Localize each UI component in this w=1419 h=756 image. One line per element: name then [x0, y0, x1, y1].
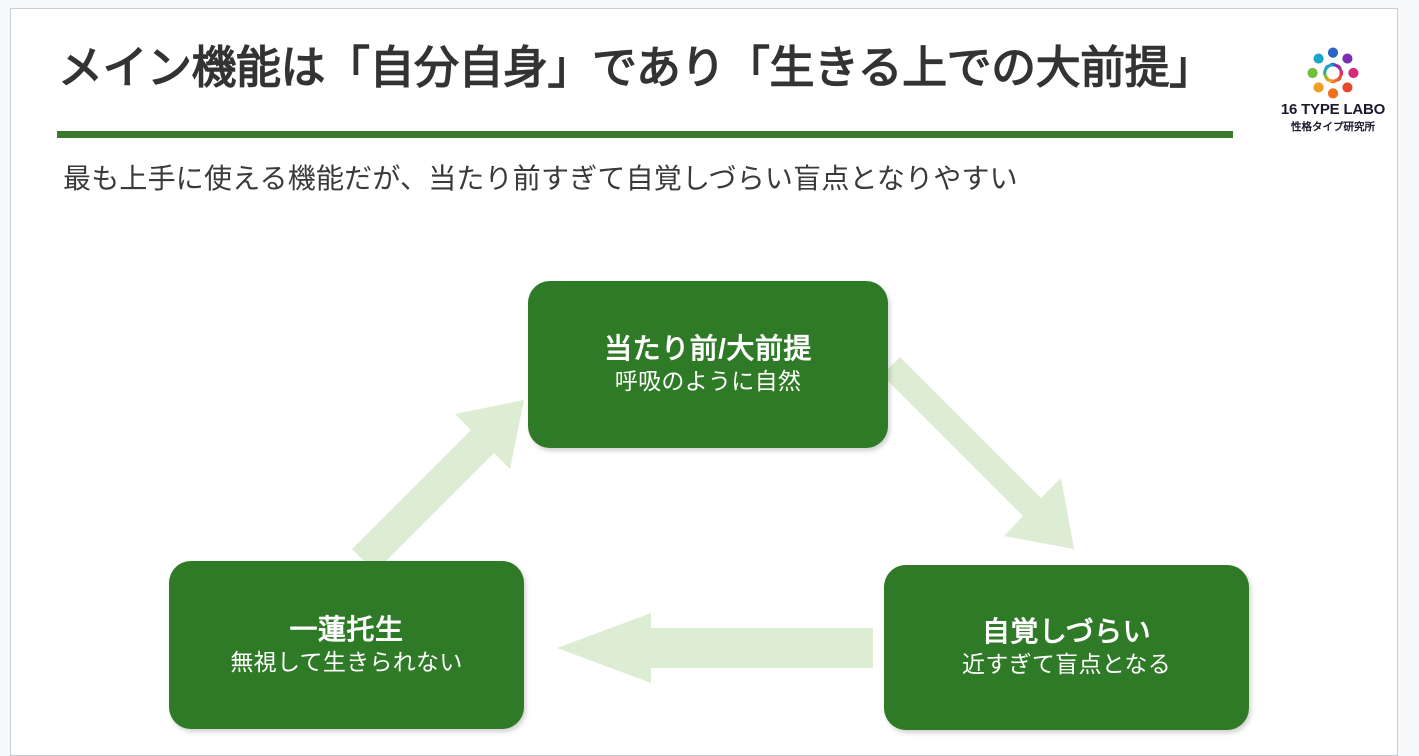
arrow-top-to-right — [882, 357, 1074, 549]
arrow-right-to-left — [557, 613, 873, 683]
node-subtitle: 呼吸のように自然 — [614, 368, 802, 395]
cycle-node-left[interactable]: 一蓮托生 無視して生きられない — [169, 561, 524, 729]
node-subtitle: 無視して生きられない — [230, 648, 463, 675]
cycle-node-top[interactable]: 当たり前/大前提 呼吸のように自然 — [528, 281, 888, 448]
title-underline-rule — [57, 131, 1233, 138]
brand-logo: 16 TYPE LABO 性格タイプ研究所 — [1269, 43, 1397, 143]
people-circle-icon — [1307, 47, 1359, 99]
slide-canvas: メイン機能は「自分自身」であり「生きる上での大前提」 最も上手に使える機能だが、… — [10, 8, 1398, 756]
node-title: 一蓮托生 — [289, 613, 404, 645]
logo-tagline: 性格タイプ研究所 — [1291, 121, 1375, 133]
logo-name: 16 TYPE LABO — [1280, 101, 1386, 118]
page-title: メイン機能は「自分自身」であり「生きる上での大前提」 — [58, 42, 1214, 93]
arrow-left-to-top — [352, 400, 524, 572]
node-subtitle: 近すぎて盲点となる — [961, 651, 1171, 678]
cycle-diagram: 当たり前/大前提 呼吸のように自然 自覚しづらい 近すぎて盲点となる 一蓮托生 … — [11, 9, 1397, 755]
node-title: 当たり前/大前提 — [604, 333, 812, 365]
cycle-node-right[interactable]: 自覚しづらい 近すぎて盲点となる — [884, 565, 1249, 730]
node-title: 自覚しづらい — [981, 616, 1152, 648]
page-subtitle: 最も上手に使える機能だが、当たり前すぎて自覚しづらい盲点となりやすい — [63, 163, 1018, 194]
